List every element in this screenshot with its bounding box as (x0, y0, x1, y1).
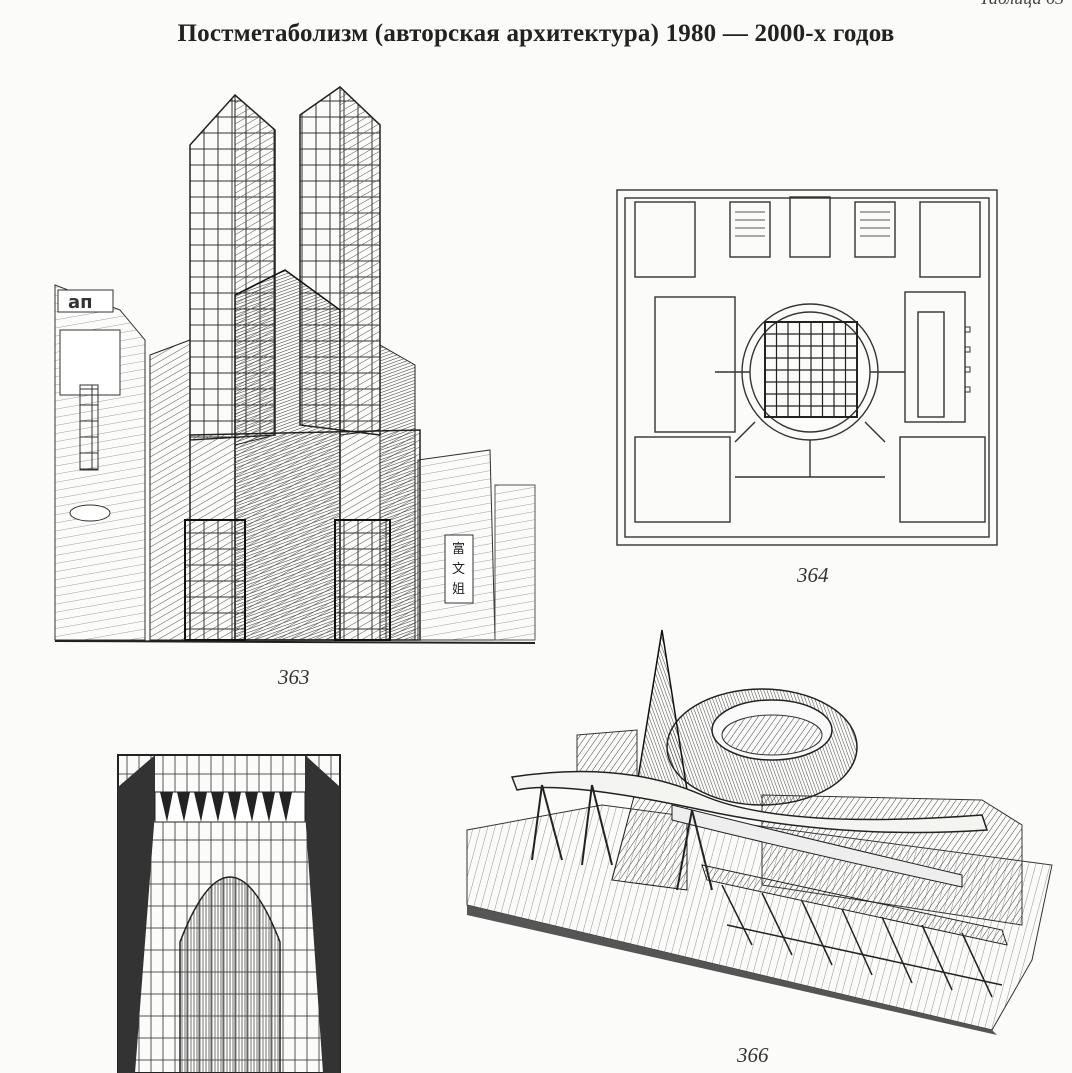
tall-slab-drawing (117, 754, 341, 1073)
floor-plan-drawing (616, 189, 998, 546)
table-label: Таблица 65 (979, 0, 1064, 9)
sign-glyph-2: 文 (452, 562, 465, 577)
twin-towers-drawing: ап 富 文 姐 (54, 85, 536, 644)
cultural-center-drawing (466, 629, 1053, 1035)
figure-364-floor-plan (605, 182, 1010, 554)
caption-363: 363 (278, 665, 310, 689)
caption-364: 364 (797, 563, 829, 587)
caption-366: 366 (737, 1043, 769, 1067)
figure-366-cultural-center (462, 625, 1067, 1035)
billboard-mark: ап (68, 292, 93, 313)
page-title: Постметаболизм (авторская архитектура) 1… (177, 20, 895, 47)
sign-glyph-3: 姐 (452, 582, 465, 597)
sign-glyph-1: 富 (452, 541, 465, 557)
figure-363-twin-towers: ап 富 文 姐 (50, 85, 540, 655)
figure-365-tall-slab (115, 752, 345, 1073)
